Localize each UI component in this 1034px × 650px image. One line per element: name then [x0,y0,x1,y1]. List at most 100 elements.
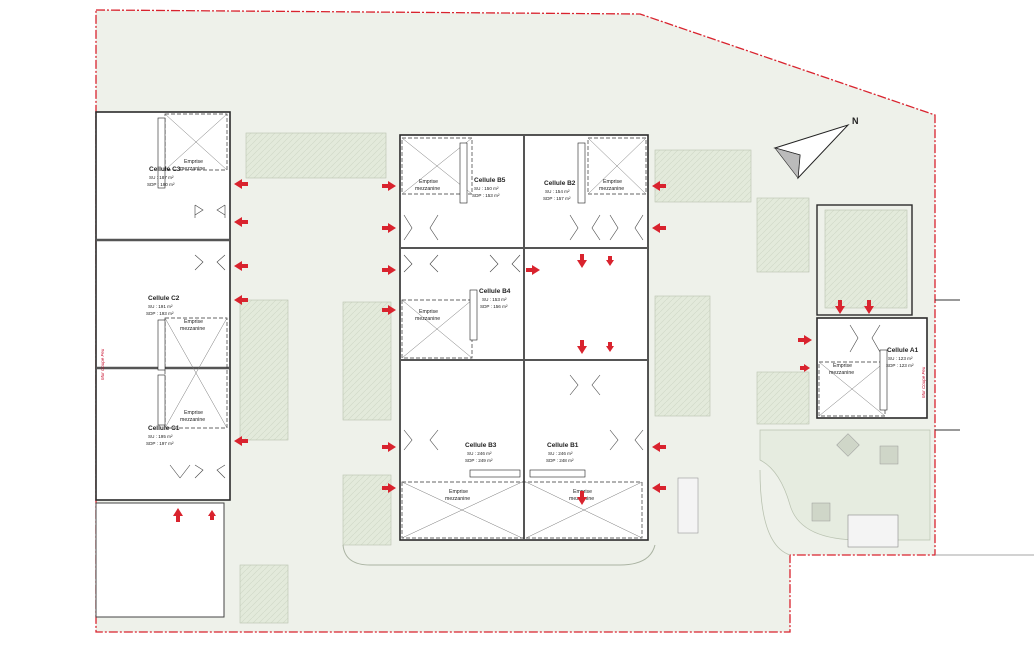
staircase [469,469,521,478]
mezzanine-label: Emprise [419,179,438,185]
building-a [816,317,928,419]
cell-name: Cellule C1 [148,425,180,432]
arrow-right [798,335,812,345]
cell-su: SU : 195 m² [148,434,173,439]
arrow-left [234,179,248,189]
staircase [157,374,166,426]
arrow-left [234,295,248,305]
cell-name: Cellule B2 [544,180,576,187]
cell-su: SU : 246 m² [548,451,573,456]
cell-b3-label: Cellule B3 SU : 246 m² SDP : 249 m² [465,442,497,463]
cell-su: SU : 187 m² [149,175,174,180]
parking-spot [245,132,387,179]
cell-sdp: SDP : 123 m² [886,363,914,368]
parking-spot [756,371,810,425]
door-symbol [403,254,439,273]
cross-mark [164,317,228,429]
door-symbol [609,429,644,451]
mezzanine-label: mezzanine [599,186,624,192]
mezzanine-outline [401,137,473,195]
cell-name: Cellule C2 [148,295,180,302]
arrow-up [208,510,216,520]
cell-su: SU : 123 m² [888,356,913,361]
arrow-right [382,223,396,233]
cell-name: Cellule C3 [149,166,181,173]
fire-wall-label-west: Mur Coupe Feu [100,348,105,380]
mezzanine-label: mezzanine [445,496,470,502]
door-symbol [194,204,226,218]
north-arrow: N [773,116,859,180]
staircase [157,319,166,371]
arrow-left [234,261,248,271]
fire-wall-label-east: Mur Coupe Feu [921,366,926,398]
arrow-right [526,265,540,275]
north-label: N [852,116,859,126]
staircase [469,289,478,341]
arrow-right [800,364,810,372]
arrow-down [864,300,874,314]
arrow-down [606,342,614,352]
planter [836,433,860,457]
cell-su: SU : 150 m² [474,186,499,191]
cell-sdp: SDP : 248 m² [546,458,574,463]
cell-b1-label: Cellule B1 SU : 246 m² SDP : 248 m² [546,442,579,463]
door-symbol [569,214,601,241]
staircase [577,142,586,204]
arrow-left [234,217,248,227]
cross-mark [401,481,523,539]
mezzanine-label: Emprise [184,410,203,416]
door-symbol [569,374,601,396]
storage-bay [95,502,225,618]
cross-mark [401,299,473,359]
door-symbol [489,254,521,273]
parking-spot [654,295,711,417]
mezzanine-label: Emprise [184,319,203,325]
arrow-right [382,483,396,493]
parking-spot [239,564,289,624]
arrow-left [652,223,666,233]
arrow-down [577,254,587,268]
cross-mark [164,113,228,171]
parking-spot [654,149,752,203]
mezzanine-label: Emprise [603,179,622,185]
road-line [935,299,960,431]
cell-su: SU : 154 m² [545,189,570,194]
door-symbol [403,214,439,241]
arrow-left [652,483,666,493]
mezzanine-label: Emprise [449,489,468,495]
entry-arrows [173,179,874,522]
staircases [157,117,888,478]
arrow-left [234,436,248,446]
cell-name: Cellule B4 [479,288,511,295]
parking-spot [342,301,392,421]
staircase [529,469,586,478]
door-symbol [849,324,881,353]
cross-mark [818,361,886,417]
cross-mark [587,137,647,195]
mezzanine-label: Emprise [184,159,203,165]
mezzanine-label: Emprise [833,363,852,369]
cell-c2-label: Cellule C2 SU : 191 m² SDP : 193 m² [146,295,180,316]
arrow-down [577,340,587,354]
access-road [342,544,656,566]
mezzanine-outline [587,137,647,195]
mezzanine-outline [164,317,228,429]
arrow-left [652,181,666,191]
building-a-annex [816,204,913,316]
door-symbol [194,254,226,271]
staircase [879,349,888,411]
cell-a1-label: Cellule A1 SU : 123 m² SDP : 123 m² [886,347,919,368]
mezzanine-label: mezzanine [180,166,205,172]
cell-sdp: SDP : 249 m² [465,458,493,463]
mezzanine-label: Emprise [419,309,438,315]
cell-sdp: SDP : 153 m² [472,193,500,198]
arrow-up [173,508,183,522]
landscape-curve [759,469,791,556]
cell-c3-label: Cellule C3 SU : 187 m² SDP : 190 m² [147,166,181,187]
cell-name: Cellule B3 [465,442,497,449]
cell-su: SU : 191 m² [148,304,173,309]
cell-name: Cellule B5 [474,177,506,184]
parking-areas [239,132,908,624]
cell-sdp: SDP : 197 m² [146,441,174,446]
parking-spot [756,197,810,273]
